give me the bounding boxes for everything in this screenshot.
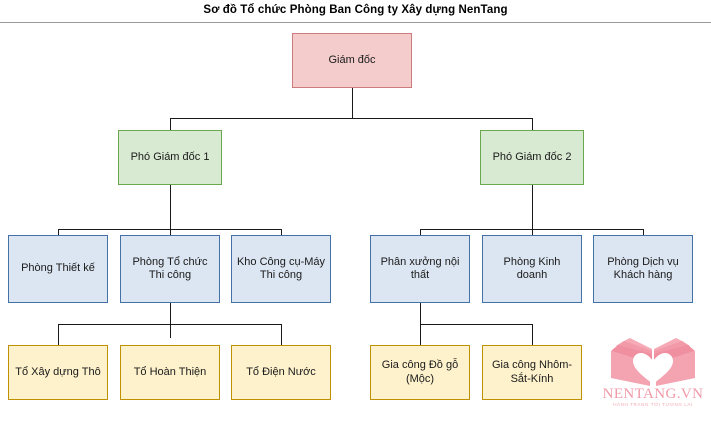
node-design-department[interactable]: Phòng Thiết kế [8, 235, 108, 303]
node-team-woodwork[interactable]: Gia công Đồ gỗ(Mộc) [370, 345, 470, 400]
node-team-electrical-water[interactable]: Tổ Điện Nước [231, 345, 331, 400]
logo-tagline-text: HÀNH TRANG TỚI TƯƠNG LAI [613, 402, 693, 407]
node-team-metal-glass-label: Gia công Nhôm-Sắt-Kính [491, 359, 573, 385]
node-team-rough-construction-label: Tổ Xây dựng Thô [15, 365, 101, 378]
node-deputy-director-2-label: Phó Giám đốc 2 [492, 150, 572, 163]
node-deputy-director-2[interactable]: Phó Giám đốc 2 [480, 130, 584, 185]
node-team-finishing-label: Tổ Hoàn Thiện [133, 365, 207, 378]
title-divider [0, 22, 711, 23]
connector-deputy2-stem [532, 185, 533, 229]
page-title: Sơ đồ Tổ chức Phòng Ban Công ty Xây dựng… [203, 4, 508, 16]
connector-construction-to-team-mep [281, 324, 282, 345]
connector-deputy1-stem [170, 185, 171, 229]
node-team-finishing[interactable]: Tổ Hoàn Thiện [120, 345, 220, 400]
connector-interior-bus [420, 324, 532, 325]
nentang-logo: NENTANG.VN HÀNH TRANG TỚI TƯƠNG LAI [600, 336, 706, 416]
connector-construction-stem [170, 303, 171, 338]
book-heart-icon [611, 338, 695, 386]
connector-interior-to-team-metal [532, 324, 533, 345]
connector-deputy2-to-sales [532, 229, 533, 235]
node-director-label: Giám đốc [328, 53, 376, 66]
connector-director-to-deputy1 [170, 118, 171, 130]
node-team-electrical-water-label: Tổ Điện Nước [246, 365, 316, 378]
node-team-metal-glass[interactable]: Gia công Nhôm-Sắt-Kính [482, 345, 582, 400]
node-director[interactable]: Giám đốc [292, 33, 412, 88]
connector-construction-to-team-rough [58, 324, 59, 345]
connector-deputy2-to-interior [420, 229, 421, 235]
connector-deputy2-to-customercare [643, 229, 644, 235]
node-deputy-director-1[interactable]: Phó Giám đốc 1 [118, 130, 222, 185]
connector-construction-bus [58, 324, 282, 325]
connector-director-stem [352, 88, 353, 118]
connector-deputy1-to-design [58, 229, 59, 235]
node-design-department-label: Phòng Thiết kế [21, 262, 95, 275]
logo-brand-text: NENTANG.VN [602, 386, 704, 402]
node-team-rough-construction[interactable]: Tổ Xây dựng Thô [8, 345, 108, 400]
node-deputy-director-1-label: Phó Giám đốc 1 [130, 150, 210, 163]
connector-director-bus [170, 118, 533, 119]
connector-director-to-deputy2 [532, 118, 533, 130]
node-team-woodwork-label: Gia công Đồ gỗ(Mộc) [381, 359, 459, 385]
connector-deputy1-to-construction [170, 229, 171, 235]
connector-deputy1-to-warehouse [281, 229, 282, 235]
